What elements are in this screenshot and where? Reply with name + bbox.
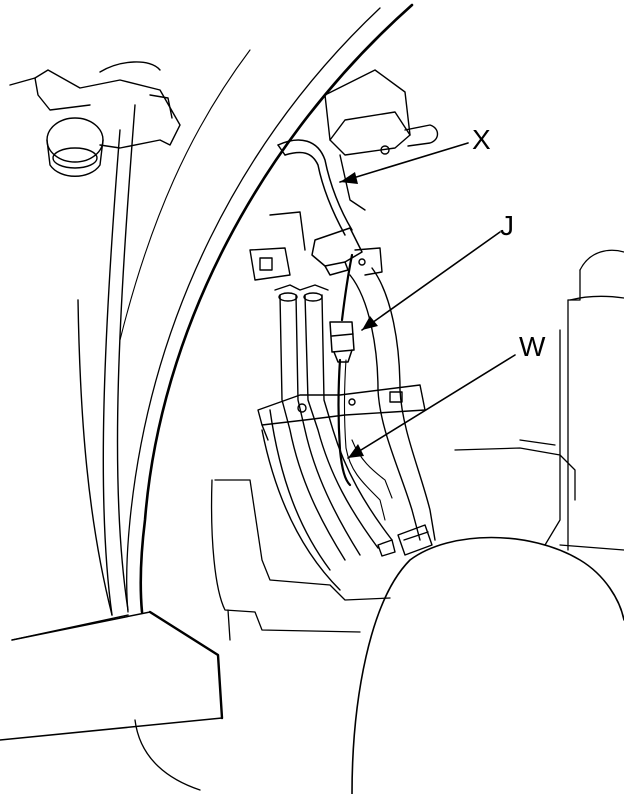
leader-arrowheads bbox=[340, 172, 378, 458]
pillar-curve bbox=[119, 3, 414, 614]
inner-panel-outline bbox=[11, 104, 136, 641]
wheel-dome bbox=[351, 536, 624, 794]
hose-clamp bbox=[377, 524, 433, 557]
right-body-panel bbox=[454, 249, 624, 551]
mount-plate-left bbox=[249, 211, 306, 281]
leader-lines bbox=[339, 142, 516, 459]
callout-label-j: J bbox=[500, 210, 514, 241]
upper-component bbox=[324, 69, 439, 211]
callout-label-x: X bbox=[472, 124, 491, 155]
lower-panel bbox=[134, 479, 391, 791]
bottom-left-block bbox=[0, 610, 224, 741]
harness-tubes bbox=[261, 284, 393, 591]
wire-w bbox=[337, 253, 354, 487]
connector-j bbox=[329, 321, 355, 363]
wire-w-thin bbox=[343, 359, 393, 521]
top-left-bracket bbox=[9, 61, 181, 177]
hose-x bbox=[277, 139, 363, 276]
callout-label-w: W bbox=[519, 331, 546, 362]
